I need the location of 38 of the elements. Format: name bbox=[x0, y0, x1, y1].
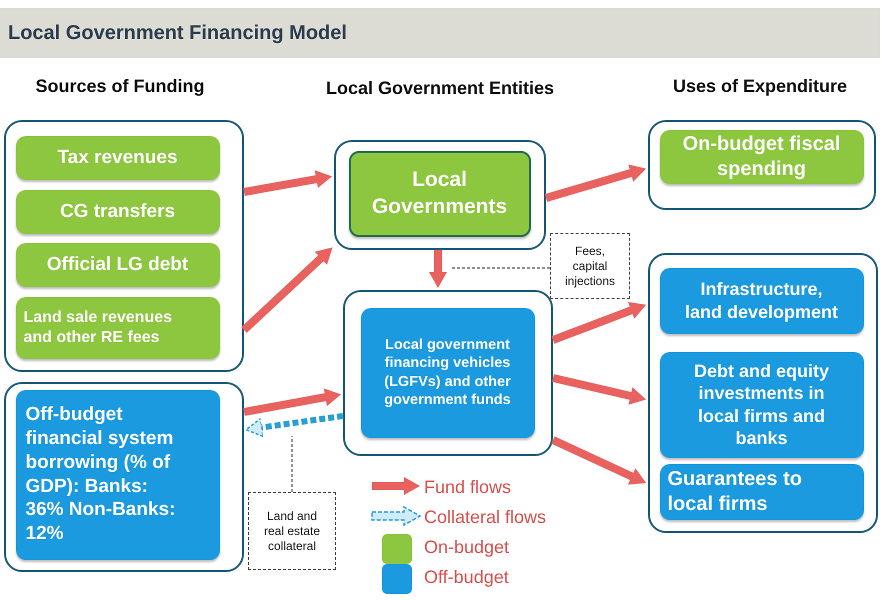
on-budget-box: Tax revenues bbox=[16, 136, 220, 180]
group-frame bbox=[648, 120, 876, 210]
arrow bbox=[552, 302, 646, 344]
leader-line bbox=[291, 436, 293, 492]
legend-label: On-budget bbox=[424, 537, 510, 558]
on-budget-box: On-budget fiscal spending bbox=[660, 130, 864, 184]
legend-label: Collateral flows bbox=[424, 507, 546, 528]
off-budget-box: Local government financing vehicles (LGFVs) and other government funds bbox=[360, 308, 534, 438]
leader-line bbox=[452, 267, 550, 269]
group-frame bbox=[334, 140, 546, 250]
arrow bbox=[243, 170, 332, 196]
note-box: Fees, capital injections bbox=[550, 233, 630, 299]
off-budget-box: Infrastructure, land development bbox=[660, 268, 864, 334]
arrow bbox=[241, 247, 333, 333]
arrow bbox=[551, 436, 646, 485]
on-budget-box: Local Governments bbox=[348, 150, 530, 236]
off-budget-box: Guarantees to local firms bbox=[660, 464, 864, 520]
on-budget-box: Land sale revenues and other RE fees bbox=[16, 296, 220, 358]
column-heading: Uses of Expenditure bbox=[672, 76, 848, 96]
arrow bbox=[552, 374, 646, 405]
group-frame bbox=[648, 253, 878, 533]
legend-label: Off-budget bbox=[424, 567, 509, 588]
arrow bbox=[544, 164, 646, 202]
legend-label: Fund flows bbox=[424, 477, 512, 498]
column-heading: Local Government Entities bbox=[326, 78, 554, 98]
note-box: Land and real estate collateral bbox=[248, 492, 336, 570]
on-budget-box: CG transfers bbox=[16, 190, 220, 234]
group-frame bbox=[4, 120, 244, 372]
column-heading: Sources of Funding bbox=[36, 76, 204, 96]
off-budget-box: Off-budget financial system borrowing (% of GDP): Banks: 36% Non-Banks: 12% bbox=[16, 390, 220, 560]
group-frame bbox=[343, 290, 553, 456]
group-frame bbox=[4, 382, 244, 572]
title-bar: Local Government Financing Model bbox=[0, 8, 880, 58]
arrow bbox=[243, 388, 342, 416]
arrow bbox=[245, 413, 344, 438]
on-budget-box: Official LG debt bbox=[16, 242, 220, 286]
arrow bbox=[429, 250, 447, 288]
off-budget-box: Debt and equity investments in local firms and banks bbox=[660, 352, 864, 458]
